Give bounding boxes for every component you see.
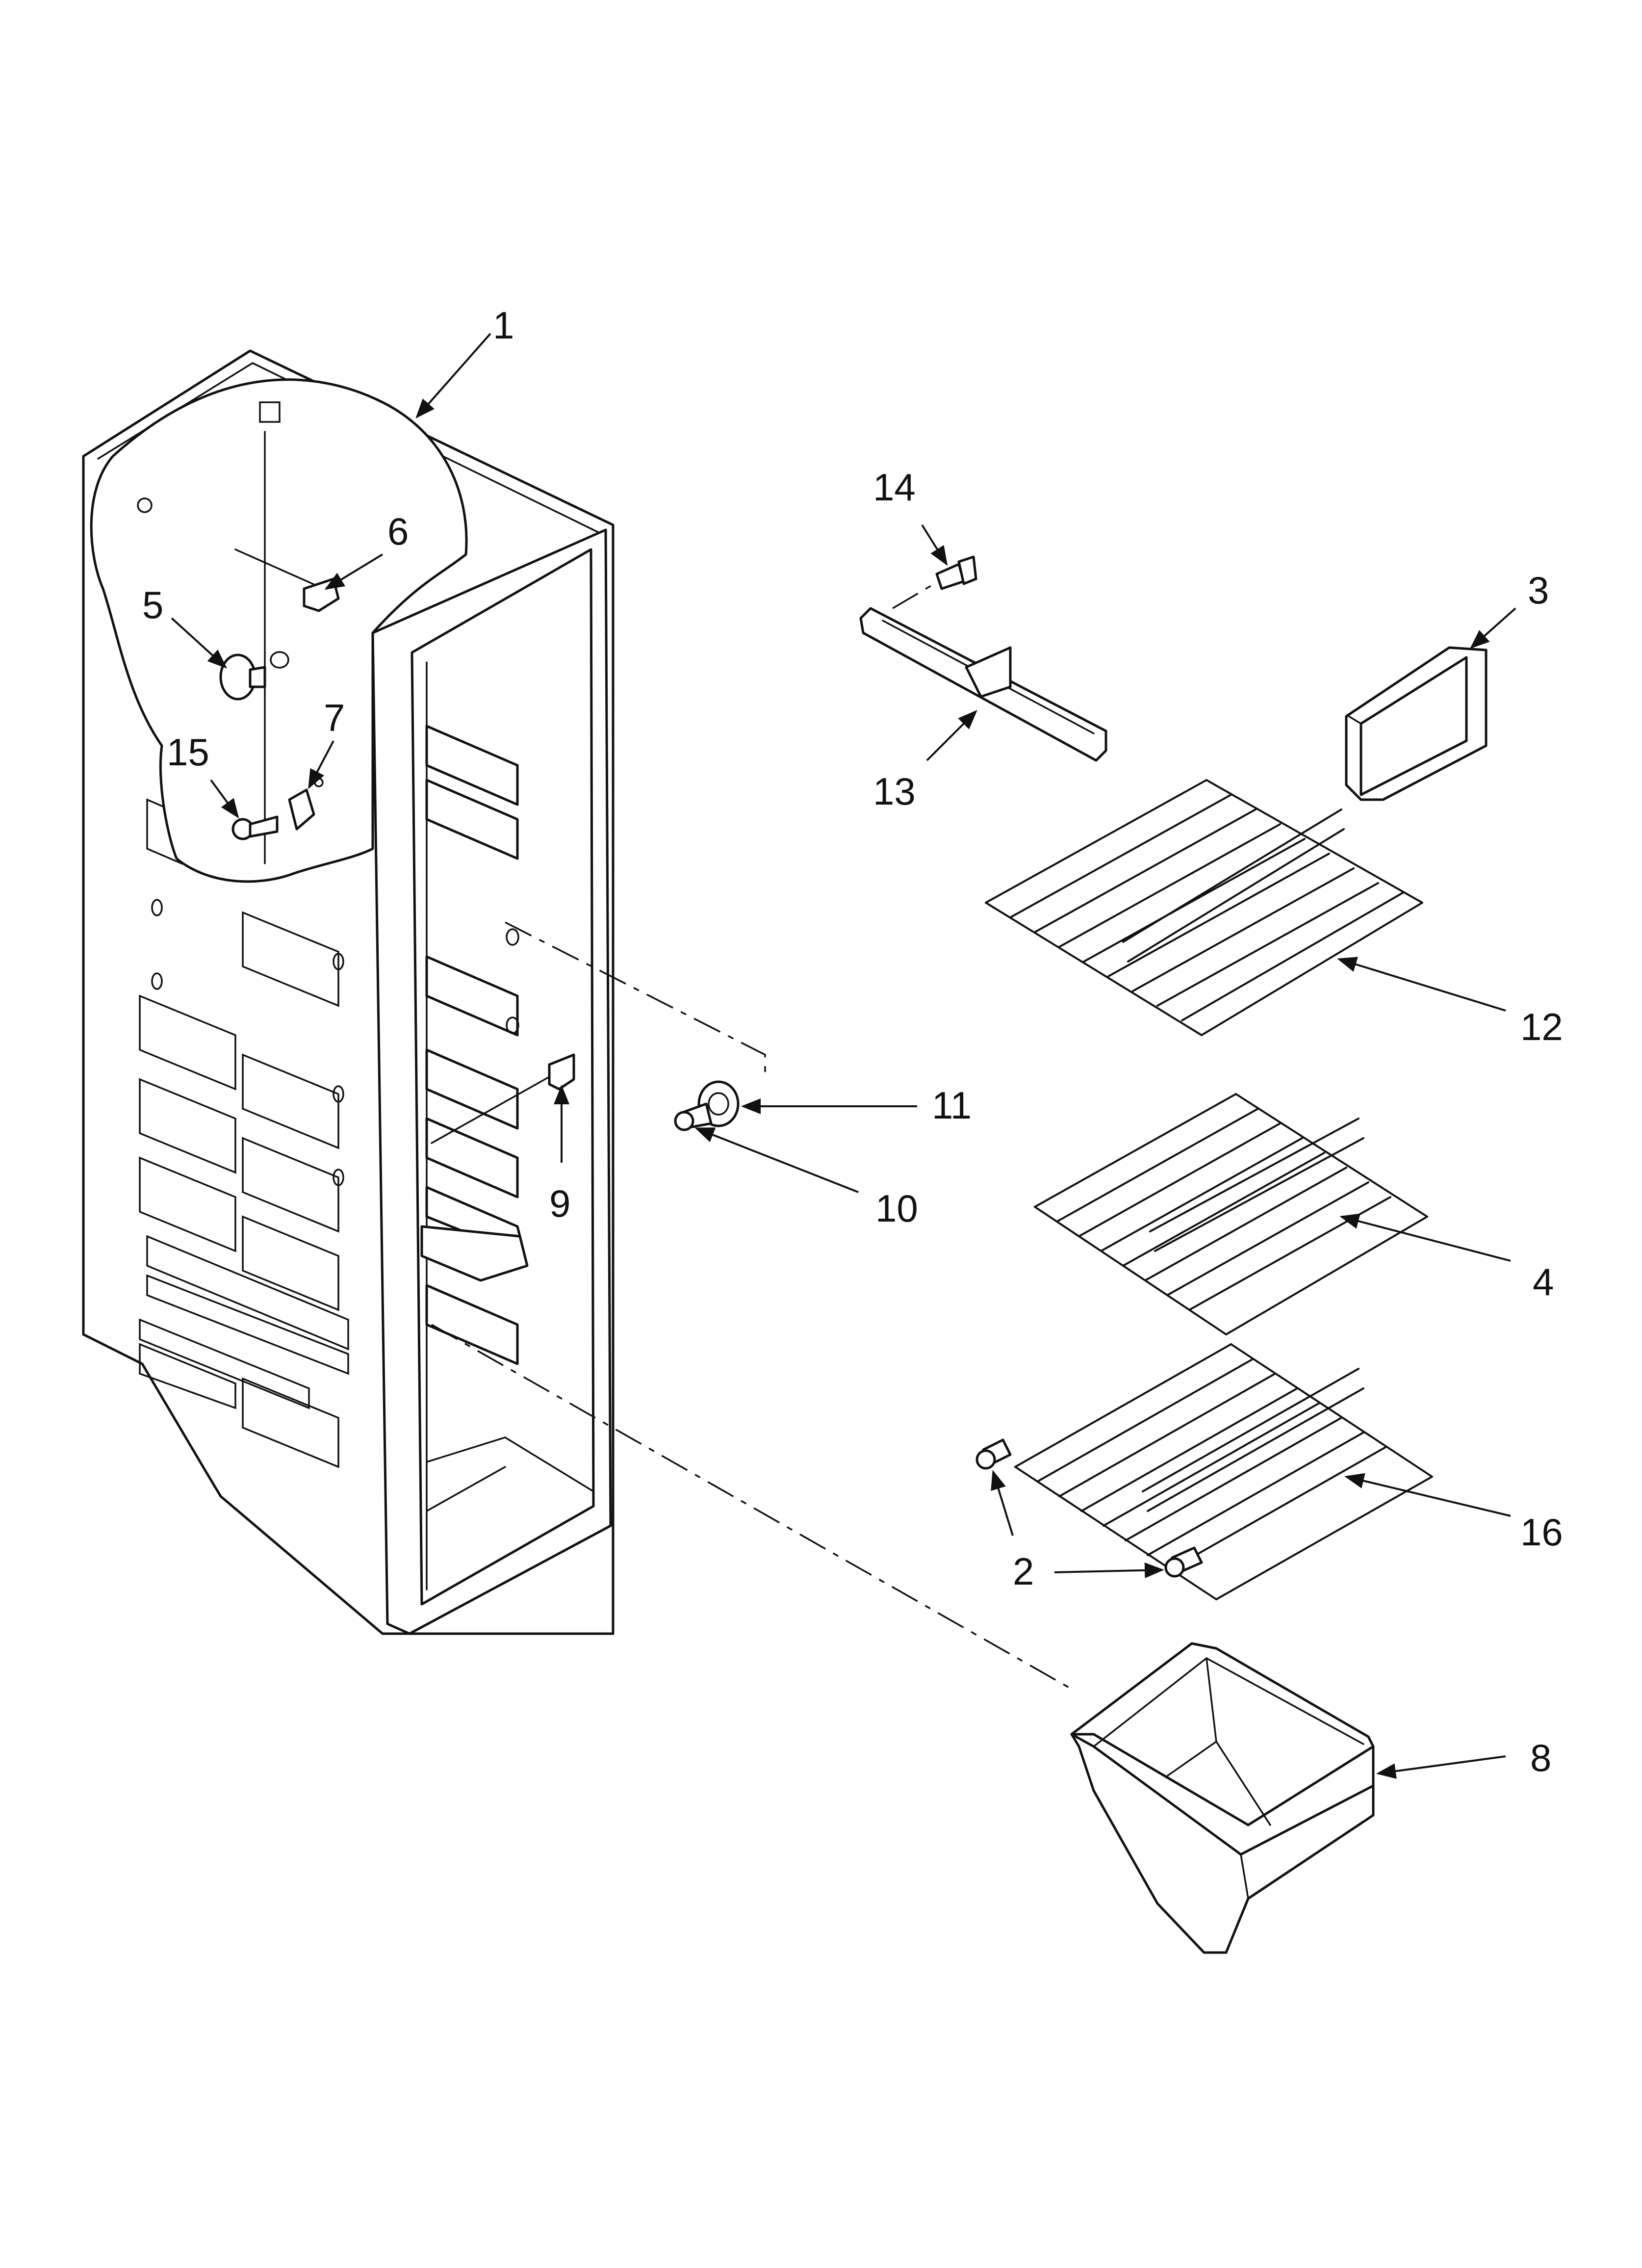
callout-2: 2	[991, 1470, 1164, 1593]
svg-text:1: 1	[493, 304, 514, 347]
callout-7: 7	[308, 696, 345, 789]
callout-5: 5	[142, 583, 227, 669]
shelf-stop-part-2a	[975, 1438, 1012, 1470]
callout-8: 8	[1376, 1736, 1551, 1779]
svg-text:8: 8	[1530, 1736, 1551, 1779]
callout-11: 11	[741, 1084, 972, 1127]
callout-6: 6	[324, 510, 409, 590]
callout-16: 16	[1344, 1473, 1563, 1554]
screw-part-14	[892, 555, 977, 609]
shelf-stop-part-2b	[1164, 1546, 1203, 1578]
svg-text:12: 12	[1520, 1005, 1563, 1048]
svg-text:7: 7	[324, 696, 345, 739]
callout-9: 9	[549, 1085, 570, 1225]
freezer-bin-part-8	[1070, 1642, 1375, 1954]
svg-text:14: 14	[873, 466, 916, 509]
svg-text:6: 6	[387, 510, 409, 553]
callout-4: 4	[1339, 1213, 1554, 1303]
svg-text:5: 5	[142, 583, 163, 626]
svg-text:9: 9	[549, 1182, 570, 1225]
callout-15: 15	[167, 730, 239, 819]
svg-text:3: 3	[1528, 569, 1549, 612]
svg-text:11: 11	[932, 1084, 972, 1127]
shelf-support-part-13	[859, 607, 1107, 762]
svg-text:2: 2	[1013, 1550, 1034, 1593]
wire-shelf-part-12	[985, 779, 1423, 1036]
callout-10: 10	[694, 1127, 918, 1230]
fan-cover-part-5	[219, 651, 289, 701]
callout-3: 3	[1470, 569, 1549, 649]
freezer-liner	[82, 349, 615, 1635]
svg-text:13: 13	[873, 770, 916, 813]
svg-text:15: 15	[167, 730, 209, 774]
screw-part-10	[674, 1102, 713, 1131]
wire-shelf-part-16	[1014, 1343, 1433, 1600]
callout-13: 13	[873, 710, 977, 813]
callout-12: 12	[1337, 957, 1563, 1048]
connector-line-11	[505, 921, 766, 1079]
svg-text:10: 10	[875, 1187, 918, 1230]
svg-text:4: 4	[1533, 1260, 1554, 1303]
connector-line-8	[431, 1324, 1070, 1689]
tray-part-3	[1345, 646, 1488, 801]
callout-14: 14	[873, 466, 948, 566]
svg-text:16: 16	[1520, 1511, 1563, 1554]
callout-1: 1	[415, 304, 514, 418]
screw-part-15	[231, 815, 279, 840]
side-wall-rails	[425, 725, 526, 1365]
hinge-part-9	[431, 1053, 575, 1144]
wire-shelf-part-4	[1034, 1093, 1428, 1335]
